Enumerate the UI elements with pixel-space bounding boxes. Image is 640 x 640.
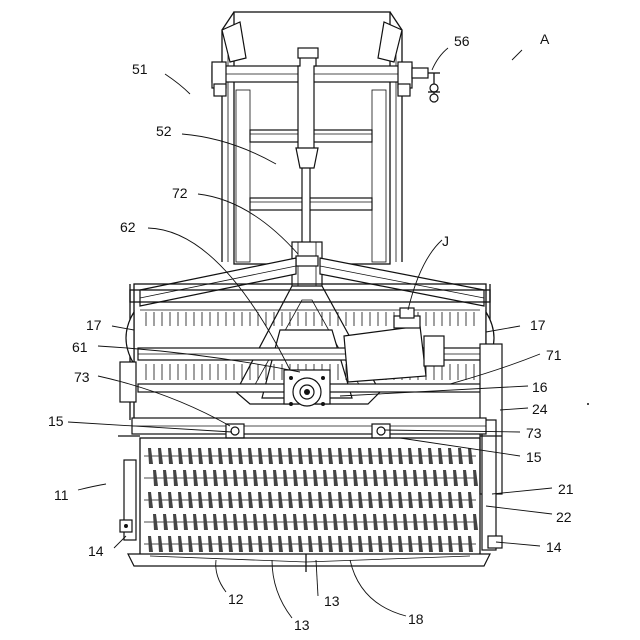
ref-17-left: 17	[86, 317, 102, 333]
ref-16: 16	[532, 379, 548, 395]
ref-56: 56	[454, 33, 470, 49]
ref-51: 51	[132, 61, 148, 77]
ref-73-left: 73	[74, 369, 90, 385]
ref-72: 72	[172, 185, 188, 201]
stray-dot	[587, 403, 589, 405]
ref-24: 24	[532, 401, 548, 417]
ref-21: 21	[558, 481, 574, 497]
side-cover-24	[480, 344, 502, 550]
ref-14-right: 14	[546, 539, 562, 555]
ref-15-right: 15	[526, 449, 542, 465]
gearbox-j	[344, 308, 444, 382]
ref-73-right: 73	[526, 425, 542, 441]
ref-13-mid: 13	[324, 593, 340, 609]
ref-52: 52	[156, 123, 172, 139]
ref-71: 71	[546, 347, 562, 363]
rotor-tine	[473, 514, 478, 530]
ref-11: 11	[54, 487, 69, 503]
left-side-cover	[120, 362, 136, 540]
ref-61: 61	[72, 339, 88, 355]
ref-j: J	[442, 233, 449, 249]
adjust-handle-56	[412, 68, 440, 102]
ref-13-bottom: 13	[294, 617, 310, 633]
clamp-14-left	[120, 520, 132, 532]
figure-label: A	[540, 31, 550, 47]
ref-18: 18	[408, 611, 424, 627]
bottom-cover-plate	[128, 554, 490, 572]
ref-17-right: 17	[530, 317, 546, 333]
ref-15-left: 15	[48, 413, 64, 429]
center-hub	[284, 370, 330, 406]
ref-22: 22	[556, 509, 572, 525]
ref-12: 12	[228, 591, 244, 607]
ref-14-left: 14	[88, 543, 104, 559]
rotor-tine-assembly	[140, 438, 480, 558]
lower-cross-member	[118, 418, 502, 438]
rotor-tine	[473, 470, 478, 486]
ref-62: 62	[120, 219, 136, 235]
